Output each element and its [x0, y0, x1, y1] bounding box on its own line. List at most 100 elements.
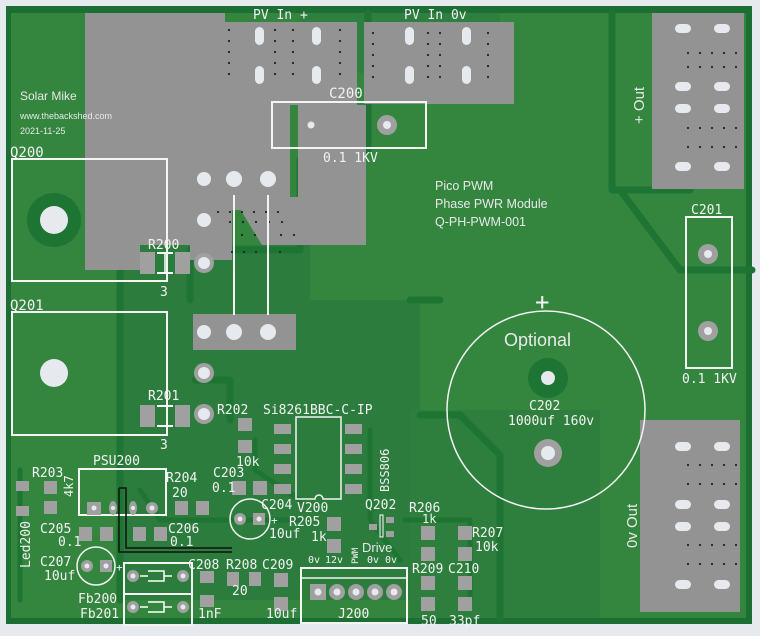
r206-value: 1k: [422, 512, 437, 526]
via: [734, 126, 738, 130]
r205-value: 1k: [311, 530, 327, 545]
q201-label: Q201: [10, 298, 44, 314]
via: [279, 233, 283, 237]
via: [273, 50, 277, 54]
c202-note: Optional: [504, 330, 571, 350]
date-label: 2021-11-25: [20, 126, 65, 136]
via: [734, 463, 738, 467]
via: [227, 39, 231, 43]
q200-label: Q200: [10, 145, 44, 161]
via: [254, 250, 258, 254]
via: [273, 39, 277, 43]
via: [734, 65, 738, 69]
via: [686, 482, 690, 486]
via: [698, 65, 702, 69]
q202-ref: Q202: [365, 498, 396, 513]
via: [438, 75, 442, 79]
via: [291, 28, 295, 32]
c204-polarity: +: [271, 514, 278, 527]
c208-ref: C208: [188, 558, 219, 573]
via: [722, 543, 726, 547]
c201: C201 0.1 1KV: [682, 203, 737, 387]
title-line-1: Pico PWM: [435, 179, 493, 193]
r203-ref: R203: [32, 466, 63, 481]
c201-value: 0.1 1KV: [682, 372, 737, 387]
c209-ref: C209: [262, 558, 293, 573]
via: [216, 210, 220, 214]
via: [710, 463, 714, 467]
via: [338, 50, 342, 54]
via: [710, 543, 714, 547]
via: [264, 210, 268, 214]
via: [686, 463, 690, 467]
r206-ref: R206: [409, 501, 440, 516]
c210: C210 33pf: [448, 562, 480, 629]
via: [686, 65, 690, 69]
via: [686, 562, 690, 566]
via: [734, 543, 738, 547]
via: [227, 28, 231, 32]
r208-ref: R208: [226, 558, 257, 573]
via: [227, 72, 231, 76]
via: [240, 210, 244, 214]
c204-ref: C204: [261, 498, 292, 513]
r209-value: 50: [421, 614, 437, 629]
c200-value: 0.1 1KV: [323, 151, 378, 166]
via: [291, 50, 295, 54]
r208-value: 20: [232, 584, 248, 599]
r205: R205 1k: [289, 515, 341, 553]
via: [698, 145, 702, 149]
via: [438, 42, 442, 46]
via: [426, 42, 430, 46]
via: [426, 53, 430, 57]
via: [291, 72, 295, 76]
c207-ref: C207: [40, 555, 71, 570]
plus-out-terminal: [675, 24, 730, 171]
c203-ref: C203: [213, 466, 244, 481]
fb200-ref: Fb200: [78, 592, 117, 607]
q201: Q201: [10, 298, 168, 436]
j200-group-label: Drive: [362, 540, 392, 555]
via: [734, 482, 738, 486]
q200: Q200: [10, 145, 168, 282]
via: [273, 61, 277, 65]
via: [686, 543, 690, 547]
j200: J200 0v 12v PWM 0v 0v Drive: [300, 540, 408, 624]
via: [291, 39, 295, 43]
via: [486, 75, 490, 79]
c209: C209 10uf: [262, 558, 297, 622]
c209-value: 10uf: [266, 607, 297, 622]
via: [698, 51, 702, 55]
c207: C207 10uf +: [40, 546, 123, 586]
q202-part: BSS806: [378, 449, 392, 492]
led200-ref: Led200: [19, 521, 34, 568]
pv-in-plus-terminal: [255, 27, 321, 84]
via: [228, 220, 232, 224]
q202: BSS806 Q202: [365, 449, 396, 538]
led200: Led200: [16, 481, 34, 568]
c210-ref: C210: [448, 562, 479, 577]
via: [276, 210, 280, 214]
c207-polarity: +: [116, 561, 123, 574]
via: [486, 31, 490, 35]
via: [338, 72, 342, 76]
c202-value: 1000uf 160v: [508, 414, 594, 429]
via: [722, 51, 726, 55]
via: [292, 233, 296, 237]
c206: C206 0.1: [133, 522, 199, 550]
c202-polarity: +: [535, 288, 549, 316]
c207-value: 10uf: [44, 569, 75, 584]
pv-in-0v-label: PV In 0v: [404, 8, 467, 23]
via: [710, 145, 714, 149]
r204: R204 20: [166, 471, 209, 515]
via: [686, 145, 690, 149]
via: [710, 65, 714, 69]
r200: R200 3: [140, 238, 190, 300]
fb201-ref: Fb201: [80, 607, 119, 622]
r203-value: 4k7: [62, 475, 76, 497]
pour-pv-in-0v: [364, 22, 514, 104]
via: [241, 220, 245, 224]
via: [240, 233, 244, 237]
via: [486, 53, 490, 57]
via: [438, 64, 442, 68]
